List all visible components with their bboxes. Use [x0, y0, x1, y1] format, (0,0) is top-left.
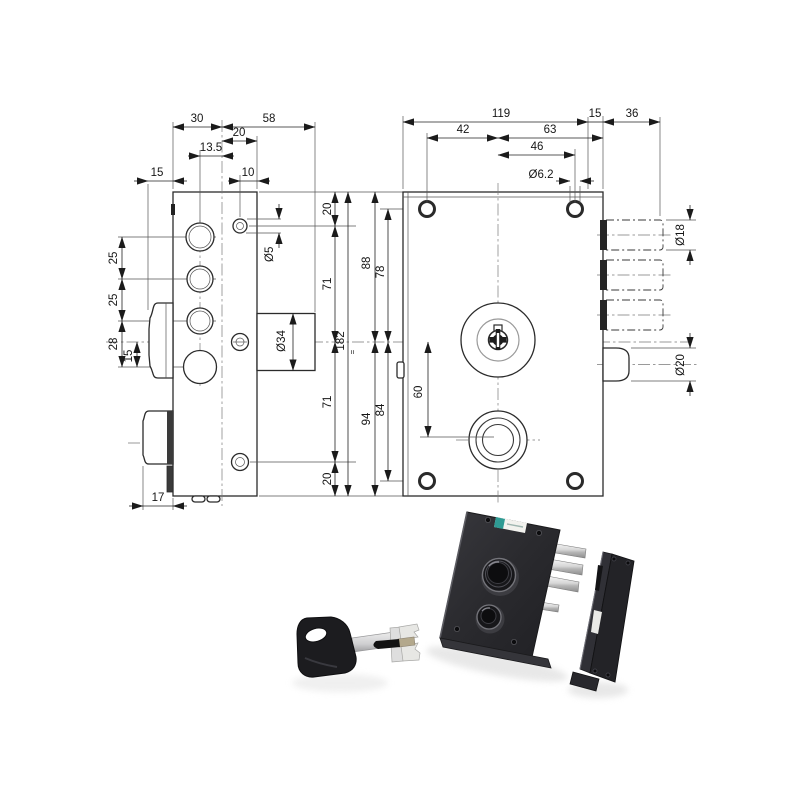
- vertical-dimension-chains: 20 71 71 20 182 = 88 94 78 84: [249, 191, 421, 497]
- dim-label: 71: [322, 278, 334, 291]
- screw-bottom: [230, 452, 250, 472]
- mount-hole-tl: [418, 200, 436, 218]
- photo-lock-faceplate-lip: [439, 637, 552, 669]
- dim-label: 42: [457, 124, 470, 136]
- dim-label: 20: [233, 127, 246, 139]
- bell-outer: [468, 410, 528, 470]
- dim-label: 88: [361, 257, 373, 270]
- key-head-ridge: [304, 657, 338, 668]
- dim-label: 94: [361, 412, 373, 425]
- button-3: [186, 307, 214, 335]
- edge-tab: [171, 204, 175, 215]
- bolt-2-face: [600, 260, 607, 290]
- key-bit-lower-prong: [400, 642, 421, 662]
- cylinder-side: [256, 312, 316, 372]
- product-photo: [292, 511, 635, 698]
- photo-strike-plate: [569, 551, 635, 692]
- button-2: [186, 265, 214, 293]
- lower-knob-profile: [142, 410, 174, 465]
- button-4: [182, 349, 218, 385]
- front-view: 60 Ø18 Ø20: [396, 108, 697, 505]
- dim-label: 78: [375, 266, 387, 279]
- dim-label: 15: [123, 350, 135, 363]
- bell-mid: [475, 417, 521, 463]
- screw-top-inner: [236, 222, 244, 230]
- dim-label: Ø6.2: [529, 169, 554, 181]
- side-view: [118, 120, 316, 506]
- foot-right: [206, 495, 221, 503]
- mount-hole-bl: [418, 472, 436, 490]
- dim-label: 46: [531, 141, 544, 153]
- bell-inner: [481, 423, 515, 457]
- photo-bolt-3: [545, 575, 580, 593]
- dim-label: 20: [322, 203, 334, 216]
- dim-label: 71: [322, 396, 334, 409]
- key-shadow: [292, 674, 388, 692]
- dim-label: 15: [151, 167, 164, 179]
- side-dimensions: 30 58 20 13.5 10 15 Ø5 25 25 28 15: [108, 113, 316, 510]
- dim-label: 58: [263, 113, 276, 125]
- photo-lower-knob: [475, 604, 505, 634]
- button-2-inner: [189, 268, 211, 290]
- deadbolt: [602, 347, 630, 382]
- key-head-hole: [304, 627, 328, 643]
- strike-plate-slot: [595, 565, 603, 591]
- key-head: [296, 616, 357, 678]
- photo-lock-edge-highlight: [439, 511, 468, 639]
- push-buttons: [118, 222, 218, 385]
- strike-plate-cutout: [591, 610, 602, 634]
- dim-label: 13.5: [200, 142, 222, 154]
- faceplate-screws: [230, 218, 250, 472]
- dim-label: 182: [335, 331, 347, 350]
- key-bit-wards: [397, 636, 416, 648]
- mount-hole-br: [566, 472, 584, 490]
- locking-bolts: [597, 219, 697, 382]
- mount-hole-tr: [566, 200, 584, 218]
- dim-label: Ø5: [264, 247, 276, 262]
- screw-top: [232, 218, 248, 234]
- screw-bottom-inner: [235, 457, 245, 467]
- dim-label: 60: [413, 386, 425, 399]
- dim-label: 20: [322, 473, 334, 486]
- brand-sticker-text-line: [506, 523, 524, 528]
- dim-label: 25: [108, 252, 120, 265]
- dim-label: 10: [242, 167, 255, 179]
- photo-key: [296, 616, 421, 678]
- cylinder-collar: [476, 318, 520, 362]
- dim-label: 17: [152, 492, 165, 504]
- dim-label: Ø34: [276, 330, 288, 352]
- dim-label: 25: [108, 294, 120, 307]
- dim-label: 119: [492, 108, 510, 120]
- dim-label: 15: [589, 108, 602, 120]
- bolt-1-face: [600, 220, 607, 250]
- dim-label: 84: [375, 403, 387, 416]
- key-pin: [373, 639, 400, 649]
- bolt-3-extended: [602, 299, 664, 331]
- lower-knob-stack: [166, 465, 174, 493]
- photo-corner-screws: [453, 517, 543, 646]
- button-1-inner: [188, 225, 212, 249]
- dim-label: 30: [191, 113, 204, 125]
- bolt-2-extended: [602, 259, 664, 291]
- dim-equal-mark: =: [348, 349, 357, 354]
- button-1: [185, 222, 215, 252]
- lower-knob-washers: [167, 411, 173, 464]
- edge-latch: [396, 361, 405, 379]
- keyway-slot: [489, 329, 507, 350]
- foot-left: [191, 495, 206, 503]
- dim-label: 28: [108, 338, 120, 351]
- dim-label: Ø20: [675, 354, 687, 376]
- upper-knob-profile: [148, 302, 174, 379]
- dim-label: Ø18: [675, 224, 687, 246]
- lock-shadow: [426, 646, 568, 682]
- button-3-inner: [189, 310, 211, 332]
- dim-label: 63: [544, 124, 557, 136]
- bolt-3-face: [600, 300, 607, 330]
- strike-plate-foot: [569, 671, 600, 692]
- bolt-1-extended: [602, 219, 664, 251]
- dim-label: 36: [626, 108, 639, 120]
- photo-upper-knob: [481, 557, 519, 596]
- brand-sticker-logo: [494, 517, 505, 529]
